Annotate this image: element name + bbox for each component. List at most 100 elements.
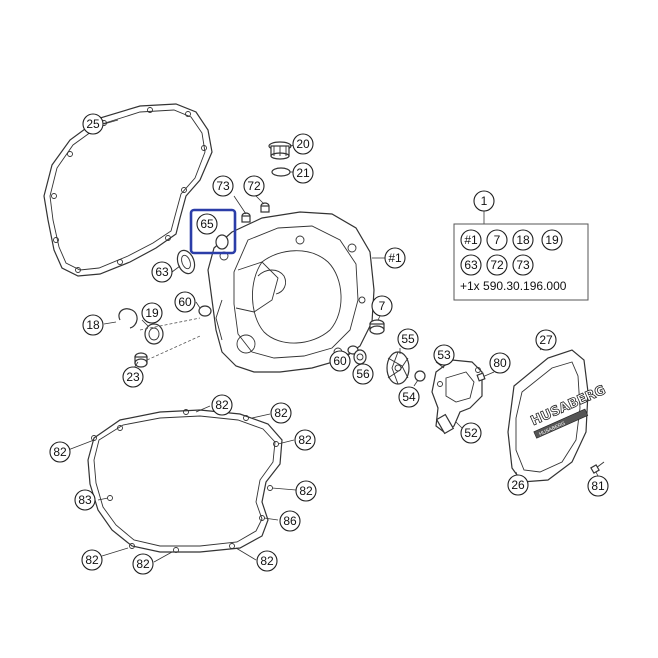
outer-cover-gasket: [43, 103, 213, 277]
callout-82-left: 82: [49, 441, 71, 463]
svg-text:#1: #1: [388, 251, 402, 265]
kit-part-number: +1x 590.30.196.000: [460, 279, 567, 293]
callout-86: 86: [279, 510, 301, 532]
kit-box: 1 #1 7 18 19 63 72 73 +1x 590.30.196.000: [453, 190, 589, 301]
svg-text:82: 82: [274, 406, 288, 420]
svg-text:82: 82: [53, 445, 67, 459]
outer-clutch-cover: HUSABERG HUSABERG: [507, 349, 609, 483]
washer-60-left: [198, 305, 212, 317]
kit-member-63: 63: [460, 254, 482, 276]
seal-56: [353, 349, 367, 365]
callout-73: 73: [212, 175, 234, 197]
svg-text:82: 82: [298, 433, 312, 447]
svg-text:23: 23: [126, 370, 140, 384]
svg-text:53: 53: [437, 348, 451, 362]
svg-text:56: 56: [356, 367, 370, 381]
callout-18: 18: [82, 314, 104, 336]
kit-title-callout: 1: [473, 190, 495, 212]
callout-82-bottom-right: 82: [256, 550, 278, 572]
callout-hash-1: #1: [384, 247, 406, 269]
svg-text:73: 73: [216, 179, 230, 193]
callout-65: 65: [196, 213, 218, 235]
svg-text:81: 81: [591, 479, 605, 493]
svg-text:60: 60: [333, 354, 347, 368]
svg-text:1: 1: [481, 194, 488, 208]
kit-member-19: 19: [541, 229, 563, 251]
svg-text:#1: #1: [464, 233, 478, 247]
circlip-18: [118, 308, 138, 329]
callout-53: 53: [433, 344, 455, 366]
callout-82-right-lower: 82: [295, 480, 317, 502]
oil-plug: [268, 141, 292, 160]
svg-text:86: 86: [283, 514, 297, 528]
highlight-box: [189, 208, 237, 255]
svg-text:82: 82: [260, 554, 274, 568]
water-pump-cover: [431, 359, 483, 435]
clutch-cover-housing: [207, 211, 375, 373]
kit-member-7: 7: [486, 229, 508, 251]
callout-25: 25: [82, 113, 104, 135]
bushing-23: [134, 352, 148, 368]
callout-7: 7: [371, 295, 393, 317]
callout-55: 55: [397, 328, 419, 350]
svg-text:82: 82: [299, 484, 313, 498]
screw-72: [260, 202, 270, 213]
screw-73: [241, 212, 251, 223]
callout-56: 56: [352, 363, 374, 385]
callout-23: 23: [122, 366, 144, 388]
o-ring-65: [215, 234, 229, 250]
svg-text:82: 82: [215, 398, 229, 412]
callout-81: 81: [587, 475, 609, 497]
callout-82-top-left: 82: [211, 394, 233, 416]
svg-text:65: 65: [200, 217, 214, 231]
svg-text:63: 63: [155, 265, 169, 279]
screw-81: [590, 461, 605, 474]
callout-54: 54: [398, 386, 420, 408]
callout-72: 72: [243, 175, 265, 197]
svg-text:73: 73: [516, 258, 530, 272]
callout-82-bottom-middle: 82: [132, 553, 154, 575]
callout-26: 26: [507, 474, 529, 496]
svg-text:21: 21: [296, 166, 310, 180]
svg-text:19: 19: [545, 233, 559, 247]
callout-20: 20: [292, 133, 314, 155]
callout-21: 21: [292, 162, 314, 184]
shaft-seal-63: [176, 249, 196, 275]
svg-text:18: 18: [516, 233, 530, 247]
svg-text:19: 19: [145, 306, 159, 320]
kit-member-18: 18: [512, 229, 534, 251]
callout-82-right-upper: 82: [294, 429, 316, 451]
bushing-7: [369, 319, 385, 335]
svg-text:55: 55: [401, 332, 415, 346]
callout-82-top-right: 82: [270, 402, 292, 424]
svg-text:82: 82: [85, 553, 99, 567]
svg-text:80: 80: [493, 356, 507, 370]
callout-60-right: 60: [329, 350, 351, 372]
inner-cover-gasket: [87, 409, 283, 553]
kit-member-72: 72: [486, 254, 508, 276]
screw-80: [476, 371, 495, 382]
svg-text:83: 83: [78, 493, 92, 507]
svg-text:26: 26: [511, 478, 525, 492]
o-ring-54: [414, 370, 426, 382]
svg-text:63: 63: [464, 258, 478, 272]
callout-63: 63: [151, 261, 173, 283]
plug-o-ring: [271, 167, 291, 177]
svg-text:72: 72: [247, 179, 261, 193]
svg-text:20: 20: [296, 137, 310, 151]
callout-19: 19: [141, 302, 163, 324]
svg-text:82: 82: [136, 557, 150, 571]
kit-member-73: 73: [512, 254, 534, 276]
kit-member-hash-1: #1: [460, 229, 482, 251]
svg-text:52: 52: [464, 426, 478, 440]
callout-83: 83: [74, 489, 96, 511]
svg-text:72: 72: [490, 258, 504, 272]
svg-text:54: 54: [402, 390, 416, 404]
callout-27: 27: [535, 329, 557, 351]
svg-text:25: 25: [86, 117, 100, 131]
svg-text:60: 60: [178, 295, 192, 309]
svg-text:27: 27: [539, 333, 553, 347]
seal-19: [144, 323, 164, 345]
callout-60-left: 60: [174, 291, 196, 313]
water-pump-impeller: [386, 351, 410, 385]
